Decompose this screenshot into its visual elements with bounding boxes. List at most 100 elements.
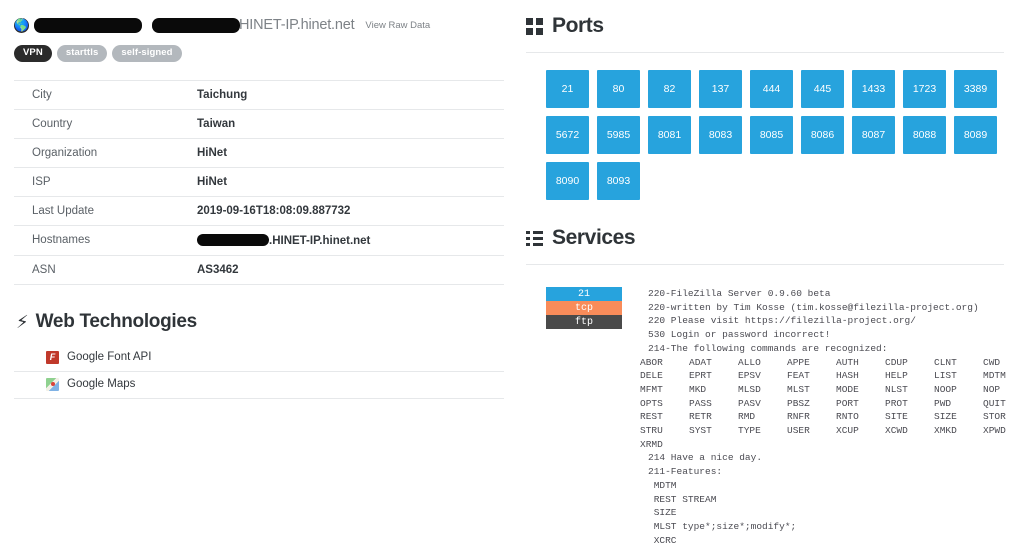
command-grid: ABOR ADAT ALLO APPE AUTH CDUP CLNT CWD D… xyxy=(640,356,1024,452)
row-key: Last Update xyxy=(32,204,95,217)
grid-icon xyxy=(526,17,543,35)
command: MLST xyxy=(787,383,810,395)
list-item[interactable]: Google Maps xyxy=(14,372,504,399)
ports-divider xyxy=(526,52,1004,53)
row-key: Organization xyxy=(32,146,98,159)
command: STOR xyxy=(983,411,1006,423)
table-row: City Taichung xyxy=(14,81,504,109)
redacted-hostname-3 xyxy=(197,233,269,246)
command: EPSV xyxy=(738,370,761,382)
ports-title: Ports xyxy=(552,14,604,37)
view-raw-data-link[interactable]: View Raw Data xyxy=(365,19,431,31)
row-key: City xyxy=(32,88,52,101)
port-tile[interactable]: 80 xyxy=(597,70,640,108)
port-tile[interactable]: 5672 xyxy=(546,116,589,154)
banner-top: 220-FileZilla Server 0.9.60 beta 220-wri… xyxy=(648,288,979,354)
google-font-api-icon: F xyxy=(46,350,59,364)
command: SIZE xyxy=(934,411,957,423)
command: APPE xyxy=(787,356,810,368)
command: RNTO xyxy=(836,411,859,423)
service-badge[interactable]: 21 tcp ftp xyxy=(546,287,622,547)
port-tile[interactable]: 8083 xyxy=(699,116,742,154)
command: ABOR xyxy=(640,356,663,368)
tech-label: Google Font API xyxy=(67,351,152,363)
command: NOOP xyxy=(934,383,957,395)
command: XRMD xyxy=(640,438,663,450)
command: MLSD xyxy=(738,383,761,395)
command: DELE xyxy=(640,370,663,382)
port-tile[interactable]: 8088 xyxy=(903,116,946,154)
service-protocol: tcp xyxy=(546,301,622,315)
row-key: ISP xyxy=(32,175,51,188)
command: LIST xyxy=(934,370,957,382)
table-row: Country Taiwan xyxy=(14,109,504,138)
list-item[interactable]: F Google Font API xyxy=(14,345,504,372)
command: PBSZ xyxy=(787,397,810,409)
port-tile[interactable]: 82 xyxy=(648,70,691,108)
port-tile[interactable]: 8089 xyxy=(954,116,997,154)
port-tile[interactable]: 137 xyxy=(699,70,742,108)
port-tile[interactable]: 21 xyxy=(546,70,589,108)
command: SYST xyxy=(689,425,712,437)
service-banner: 220-FileZilla Server 0.9.60 beta 220-wri… xyxy=(622,287,1024,547)
google-maps-icon xyxy=(46,377,59,391)
row-key: Country xyxy=(32,117,73,130)
port-tile[interactable]: 8087 xyxy=(852,116,895,154)
tag-self-signed[interactable]: self-signed xyxy=(112,45,182,62)
table-row: Organization HiNet xyxy=(14,138,504,167)
port-tile[interactable]: 8081 xyxy=(648,116,691,154)
service-name: ftp xyxy=(546,315,622,329)
command: MFMT xyxy=(640,383,663,395)
row-value: Taichung xyxy=(197,88,248,101)
command: NLST xyxy=(885,383,908,395)
port-tile[interactable]: 5985 xyxy=(597,116,640,154)
left-column: 🌎 HINET-IP.hinet.net View Raw Data VPN s… xyxy=(0,0,518,489)
command: NOP xyxy=(983,383,1001,395)
command: CWD xyxy=(983,356,1001,368)
table-row: ASN AS3462 xyxy=(14,255,504,284)
banner-bottom: 214 Have a nice day. 211-Features: MDTM … xyxy=(648,452,797,546)
globe-icon: 🌎 xyxy=(14,17,29,33)
command: MODE xyxy=(836,383,859,395)
table-row: Last Update 2019-09-16T18:08:09.887732 xyxy=(14,196,504,225)
port-tile[interactable]: 1723 xyxy=(903,70,946,108)
command: AUTH xyxy=(836,356,859,368)
port-tile[interactable]: 444 xyxy=(750,70,793,108)
port-tile[interactable]: 8093 xyxy=(597,162,640,200)
right-column: Ports 21 80 82 137 444 445 1433 1723 338… xyxy=(518,0,1024,546)
list-icon xyxy=(526,230,543,246)
port-tile[interactable]: 3389 xyxy=(954,70,997,108)
bolt-icon: ⚡ xyxy=(16,311,29,332)
command: STRU xyxy=(640,425,663,437)
redacted-hostname-2 xyxy=(152,17,240,33)
command: RETR xyxy=(689,411,712,423)
hostname-suffix: .HINET-IP.hinet.net xyxy=(269,234,371,247)
services-divider xyxy=(526,264,1004,265)
command: CLNT xyxy=(934,356,957,368)
port-tile[interactable]: 1433 xyxy=(852,70,895,108)
port-tile[interactable]: 8086 xyxy=(801,116,844,154)
port-tile[interactable]: 445 xyxy=(801,70,844,108)
services-header: Services xyxy=(526,226,1004,250)
header-divider xyxy=(14,79,504,81)
tech-label: Google Maps xyxy=(67,378,136,390)
port-tile[interactable]: 8090 xyxy=(546,162,589,200)
command: PORT xyxy=(836,397,859,409)
tag-starttls[interactable]: starttls xyxy=(56,45,108,62)
command: PROT xyxy=(885,397,908,409)
port-tile[interactable]: 8085 xyxy=(750,116,793,154)
command: HASH xyxy=(836,370,859,382)
command: SITE xyxy=(885,411,908,423)
command: EPRT xyxy=(689,370,712,382)
command: CDUP xyxy=(885,356,908,368)
command: RMD xyxy=(738,411,756,423)
command: ADAT xyxy=(689,356,712,368)
tag-vpn[interactable]: VPN xyxy=(14,45,52,62)
table-row: ISP HiNet xyxy=(14,167,504,196)
command: OPTS xyxy=(640,397,663,409)
command: FEAT xyxy=(787,370,810,382)
command: PASS xyxy=(689,397,712,409)
command: PASV xyxy=(738,397,761,409)
command: RNFR xyxy=(787,411,810,423)
row-value: HiNet xyxy=(197,146,228,159)
